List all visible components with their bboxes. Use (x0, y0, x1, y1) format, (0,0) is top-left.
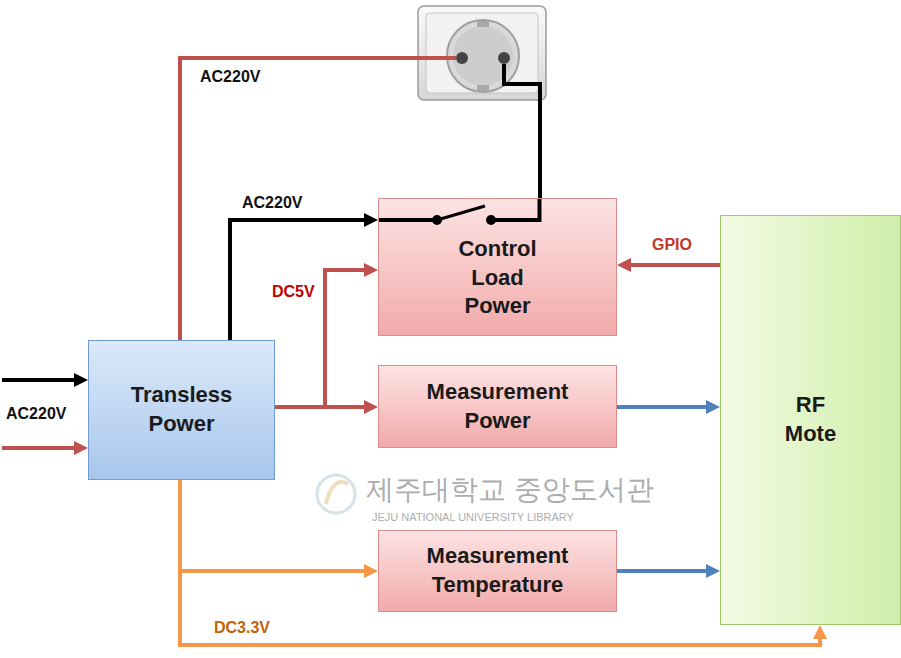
connector (180, 480, 370, 571)
signal-label: DC3.3V (212, 619, 272, 637)
earth-clip (477, 21, 489, 27)
load-wire (504, 64, 540, 198)
connector (230, 220, 370, 340)
earth-clip (477, 85, 489, 91)
connector (275, 405, 370, 409)
process-box: Measurement Temperature (378, 530, 617, 612)
process-box: Control Load Power (378, 198, 617, 336)
watermark: 제주대학교 중앙도서관 (366, 474, 654, 506)
signal-label: DC5V (270, 283, 317, 301)
switch-wire (379, 218, 433, 222)
logo-mark (326, 482, 348, 504)
socket-recess (447, 20, 519, 92)
signal-label: GPIO (650, 236, 694, 254)
connector (617, 405, 712, 409)
voltage-label: AC220V (200, 68, 260, 86)
box-label: Measurement Power (418, 378, 578, 435)
signal-label: AC220V (240, 194, 304, 212)
connector (617, 569, 712, 573)
box-label: Transless Power (126, 381, 238, 438)
connector (625, 263, 720, 267)
process-box: Measurement Power (378, 365, 617, 448)
logo-ring (317, 475, 355, 513)
socket-hole (456, 52, 468, 64)
socket-face (426, 13, 538, 93)
voltage-label: AC220V (6, 405, 66, 423)
switch-contact (432, 215, 442, 225)
box-label: Control Load Power (438, 235, 558, 321)
watermark-logo (317, 475, 355, 513)
power-block: Transless Power (88, 340, 275, 480)
switch-symbol (379, 199, 615, 233)
box-label: Measurement Temperature (418, 542, 578, 599)
switch-lever (437, 206, 485, 220)
input-wire (2, 378, 80, 382)
watermark: JEJU NATIONAL UNIVERSITY LIBRARY (372, 511, 574, 524)
switch-wire (491, 199, 540, 220)
input-wire (2, 446, 80, 450)
rf-module: RF Mote (720, 215, 901, 625)
box-label: RF Mote (779, 391, 843, 448)
socket-hole (498, 52, 510, 64)
